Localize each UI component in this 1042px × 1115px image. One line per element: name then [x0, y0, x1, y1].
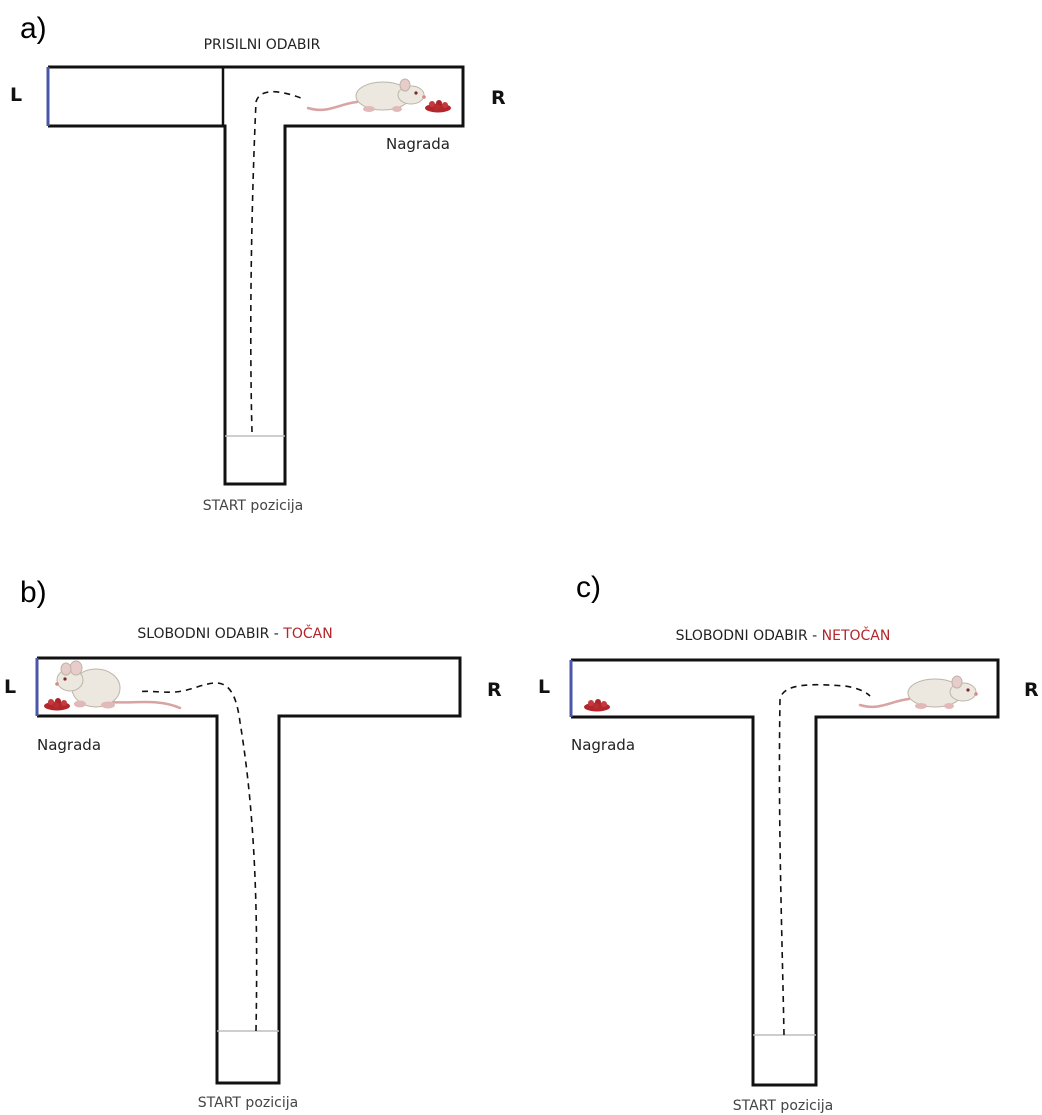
panel-a: a) PRISILNI ODABIR L R Nagrada START poz… — [10, 12, 506, 514]
panel-a-start-label: START pozicija — [203, 498, 303, 514]
panel-a-label: a) — [20, 12, 47, 45]
panel-b-maze-walls — [37, 656, 462, 1085]
panel-a-title: PRISILNI ODABIR — [204, 37, 321, 53]
panel-a-reward-pellets — [425, 100, 451, 113]
panel-b-label: b) — [20, 576, 47, 609]
panel-b-rat-path — [137, 682, 258, 1032]
panel-c-title: SLOBODNI ODABIR - NETOČAN — [676, 626, 891, 644]
panel-a-maze-walls — [48, 65, 465, 486]
panel-c-left-label: L — [538, 676, 550, 698]
panel-b-start-label: START pozicija — [198, 1095, 298, 1111]
panel-b-right-label: R — [487, 679, 502, 701]
panel-b-title: SLOBODNI ODABIR - TOČAN — [137, 624, 332, 642]
panel-b-reward-pellets — [44, 698, 70, 711]
panel-c-right-label: R — [1024, 679, 1039, 701]
panel-b-reward-label: Nagrada — [37, 736, 101, 754]
panel-b-left-label: L — [4, 676, 16, 698]
panel-b: b) SLOBODNI ODABIR - TOČAN L R Nagrada S… — [4, 576, 502, 1111]
panel-a-left-label: L — [10, 84, 22, 106]
panel-c-start-label: START pozicija — [733, 1098, 833, 1114]
panel-a-rat-path — [249, 90, 302, 433]
panel-c-reward-label: Nagrada — [571, 736, 635, 754]
panel-a-reward-label: Nagrada — [386, 135, 450, 153]
panel-b-rat — [53, 659, 182, 710]
panel-a-rat — [306, 77, 428, 114]
panel-a-right-label: R — [491, 87, 506, 109]
panel-c-rat — [858, 674, 980, 711]
panel-c: c) SLOBODNI ODABIR - NETOČAN L R Nagrada… — [538, 571, 1039, 1114]
panel-c-reward-pellets — [584, 699, 610, 712]
panel-c-label: c) — [576, 571, 601, 604]
panel-c-maze-walls — [571, 658, 1000, 1087]
panel-c-rat-path — [778, 683, 871, 1036]
